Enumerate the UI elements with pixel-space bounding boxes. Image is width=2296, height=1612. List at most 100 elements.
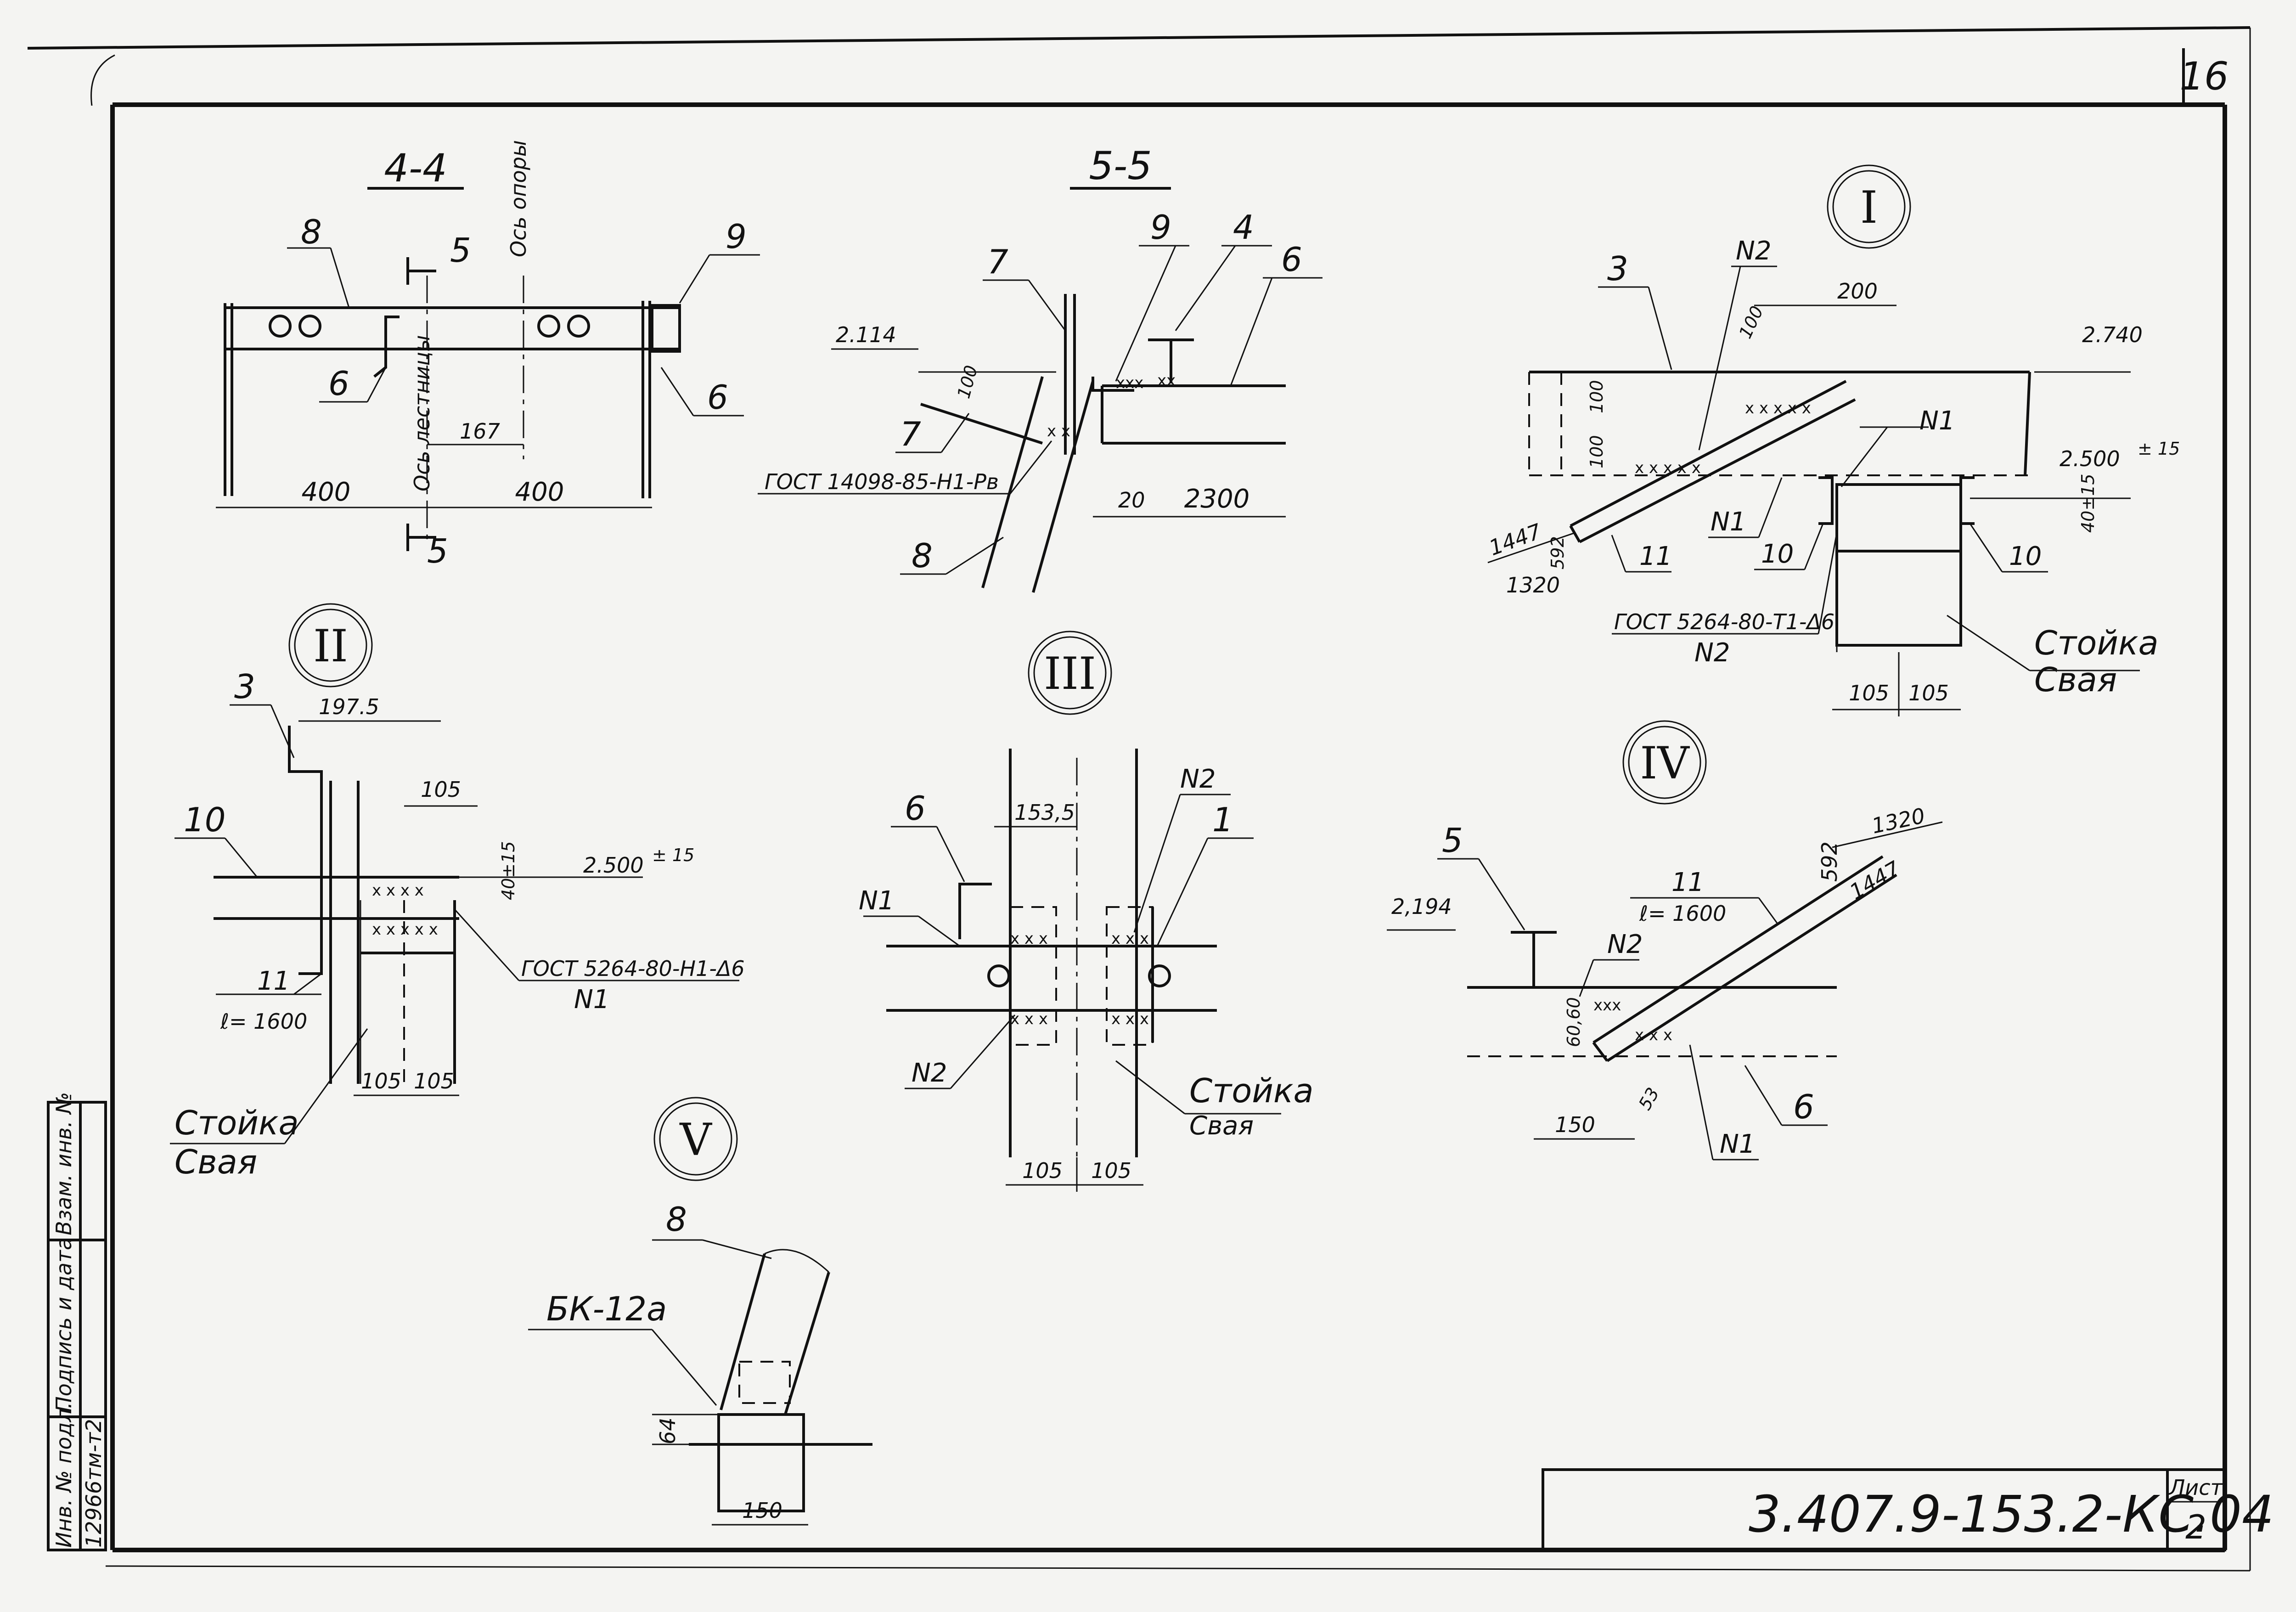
elevation-2194: 2,194 <box>1391 894 1452 919</box>
dim-153-5: 153,5 <box>1014 800 1075 825</box>
dim-105-I-a: 105 <box>1849 681 1889 705</box>
dim-53: 53 <box>1635 1084 1663 1114</box>
dim-60-60: 60,60 <box>1564 997 1584 1047</box>
weld-mark: xxx <box>1593 996 1621 1015</box>
gost-14098: ГОСТ 14098-85-Н1-Рв <box>765 469 999 494</box>
pos-6b-label: 6 <box>707 378 728 417</box>
n2-I-b-label: N2 <box>1694 638 1730 668</box>
n2-IV-label: N2 <box>1607 930 1643 959</box>
len-IV: ℓ= 1600 <box>1639 901 1726 926</box>
node-III: III x x x x x x x x x x x x 6 153,5 N2 1… <box>859 631 1314 1192</box>
gost-5264-I: ГОСТ 5264-80-Т1-Δ6 <box>1614 609 1835 634</box>
cut-mark-top: 5 <box>450 231 471 270</box>
stamp-inv-label: Инв. № подл. <box>51 1402 76 1548</box>
node-II: II x x x x x x x x x 3 197.5 10 105 40±1… <box>170 603 745 1181</box>
sheet-frame <box>27 26 2251 1572</box>
dim-150-IV: 150 <box>1555 1112 1595 1137</box>
pos-6-III-label: 6 <box>905 789 926 828</box>
dim-64: 64 <box>655 1417 680 1444</box>
dim-105-II-top: 105 <box>421 777 461 802</box>
weld-mark: x x <box>1047 422 1070 440</box>
n1-I-a-label: N1 <box>1919 406 1955 436</box>
stamp-podpis-label: Подпись и дата <box>51 1237 76 1412</box>
weld-mark: xxx <box>1116 374 1143 392</box>
pos-7a-label: 7 <box>987 242 1008 281</box>
weld-mark: x x x <box>1635 1026 1672 1044</box>
svaya-III: Свая <box>1189 1111 1254 1141</box>
pos-4-label: 4 <box>1233 208 1254 247</box>
stamp-inv-value: 12966тм-т2 <box>81 1419 106 1548</box>
dim-20: 20 <box>1118 488 1145 513</box>
n1-II-label: N1 <box>574 985 610 1015</box>
dim-40-I: 40±15 <box>2078 473 2098 533</box>
node-IV: IV xxx x x x 5 1320 592 1447 11 ℓ= 1600 … <box>1387 720 1943 1161</box>
dim-400-right: 400 <box>515 477 564 507</box>
dim-100-I-b: 100 <box>1587 380 1607 413</box>
n1-I-b-label: N1 <box>1711 507 1746 537</box>
stamp-vzam-label: Взам. инв. № <box>51 1092 76 1235</box>
elevation-2500-II: 2.500 <box>583 853 644 878</box>
gost-5264-II: ГОСТ 5264-80-Н1-Δ6 <box>521 956 745 981</box>
side-stamp: Инв. № подл. Подпись и дата Взам. инв. №… <box>47 1092 107 1551</box>
title-block: 3.407.9-153.2-КС.04 Лист 2 <box>1542 1468 2274 1551</box>
stoika-II: Стойка <box>174 1104 299 1142</box>
top-sheet-number: 16 <box>2180 54 2229 99</box>
svaya-II: Свая <box>174 1143 257 1181</box>
node-IV-label: IV <box>1640 738 1690 789</box>
n2-III-b-label: N2 <box>912 1058 947 1088</box>
dim-100-I-a: 100 <box>1735 303 1767 341</box>
n1-IV-label: N1 <box>1720 1129 1756 1159</box>
section-4-4: 4-4 Ось опоры Ось лестницы 5 5 8 9 6 6 <box>216 140 760 570</box>
node-II-label: II <box>313 620 348 672</box>
n2-I-label: N2 <box>1736 236 1772 266</box>
dim-1320-IV: 1320 <box>1869 803 1927 839</box>
n1-III-label: N1 <box>859 886 895 916</box>
pos-8-V-label: 8 <box>666 1200 687 1239</box>
weld-mark: x x x <box>1111 1010 1149 1028</box>
node-I-label: I <box>1860 182 1878 233</box>
section-4-4-title: 4-4 <box>384 146 447 191</box>
dim-592-I: 592 <box>1548 536 1568 569</box>
dim-150-V: 150 <box>742 1498 782 1523</box>
pos-10-II-label: 10 <box>184 800 226 839</box>
stoika-III: Стойка <box>1189 1071 1314 1110</box>
pos-11-I-label: 11 <box>1639 541 1672 571</box>
pos-6-IV-label: 6 <box>1793 1088 1814 1126</box>
pos-1-III-label: 1 <box>1212 800 1233 839</box>
dim-1320-I: 1320 <box>1506 573 1560 597</box>
node-V-label: V <box>679 1114 712 1166</box>
pos-3-II-label: 3 <box>234 667 255 706</box>
dim-105-III-b: 105 <box>1091 1158 1131 1183</box>
weld-mark: x x x <box>1111 930 1149 948</box>
dim-105-II-b: 105 <box>414 1069 454 1093</box>
dim-100-55: 100 <box>953 363 981 400</box>
axis-support-label: Ось опоры <box>506 140 531 257</box>
pos-8-55-label: 8 <box>912 536 933 575</box>
dim-197-5: 197.5 <box>319 694 379 719</box>
pos-6a-label: 6 <box>328 364 349 403</box>
dim-400-left: 400 <box>302 477 351 507</box>
tolerance-II: ± 15 <box>652 845 694 865</box>
pos-9-label: 9 <box>726 217 747 256</box>
weld-mark: x x x x x <box>1635 459 1701 477</box>
section-5-5-title: 5-5 <box>1089 143 1152 188</box>
dim-105-II-a: 105 <box>361 1069 401 1093</box>
dim-105-III-a: 105 <box>1022 1158 1063 1183</box>
dim-105-I-b: 105 <box>1908 681 1949 705</box>
dim-100-I-c: 100 <box>1587 435 1607 468</box>
pos-11-II-label: 11 <box>257 966 290 996</box>
dim-200-I: 200 <box>1837 279 1878 304</box>
weld-mark: x x x x x <box>372 920 438 939</box>
weld-mark: x x x x x <box>1745 399 1811 417</box>
dim-1447-IV: 1447 <box>1846 856 1904 904</box>
bk-12a-label: БК-12а <box>546 1290 667 1328</box>
dim-167: 167 <box>460 419 500 444</box>
weld-mark: x x x <box>1010 930 1048 948</box>
section-5-5: 5-5 xxx x x xx 7 9 4 6 7 8 <box>758 143 1322 593</box>
pos-9-55-label: 9 <box>1150 208 1171 247</box>
pos-10b-label: 10 <box>2009 541 2042 571</box>
pos-7b-label: 7 <box>900 415 921 453</box>
tolerance-I: ± 15 <box>2138 439 2180 459</box>
node-I: I x x x x x x x x x x 3 N2 100 200 2.740… <box>1486 164 2180 716</box>
